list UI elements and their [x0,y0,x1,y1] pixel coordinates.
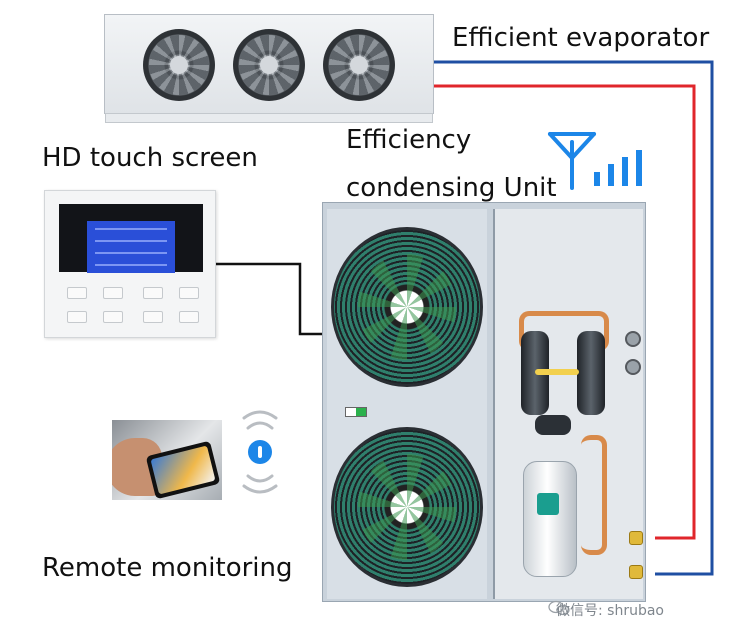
copper-pipe [581,435,607,555]
controller-bezel [59,204,203,273]
power-switch [345,407,367,417]
phone-monitoring-photo [112,420,222,500]
wifi-icon [242,410,278,494]
signal-bars-icon [594,150,642,186]
remote-monitoring-label: Remote monitoring [42,553,293,583]
oil-separator [535,415,571,435]
compressor-label-plate [537,493,559,515]
compressor [523,461,577,577]
evaporator-fan [323,29,395,101]
condensing-unit [322,202,646,602]
touch-screen-controller [44,190,216,338]
condenser-fan-upper [331,227,483,387]
evaporator-rail [105,113,433,123]
controller-key [67,311,87,323]
controller-key [179,287,199,299]
controller-display [87,221,175,273]
copper-pipe [519,311,609,351]
touch-screen-label: HD touch screen [42,143,258,173]
condensing-label-line2: condensing Unit [346,173,557,203]
controller-key [143,287,163,299]
receiver-tank [577,331,605,415]
evaporator-label: Efficient evaporator [452,23,710,53]
wechat-icon [548,600,570,616]
condensing-label-line1: Efficiency [346,125,472,155]
pressure-gauge [625,359,641,375]
condenser-fan-lower [331,427,483,587]
valve-handle [535,369,579,375]
controller-key [179,311,199,323]
condenser-fan-panel [327,209,487,599]
service-valve [629,531,643,545]
controller-key [103,311,123,323]
evaporator-fan [233,29,305,101]
service-valve [629,565,643,579]
evaporator-unit [104,14,434,123]
antenna-icon [548,132,596,190]
controller-key [103,287,123,299]
controller-key [67,287,87,299]
watermark: 微信号: shrubao [556,603,664,619]
controller-key [143,311,163,323]
evaporator-fan [143,29,215,101]
pressure-gauge [625,331,641,347]
control-cable [216,262,330,336]
